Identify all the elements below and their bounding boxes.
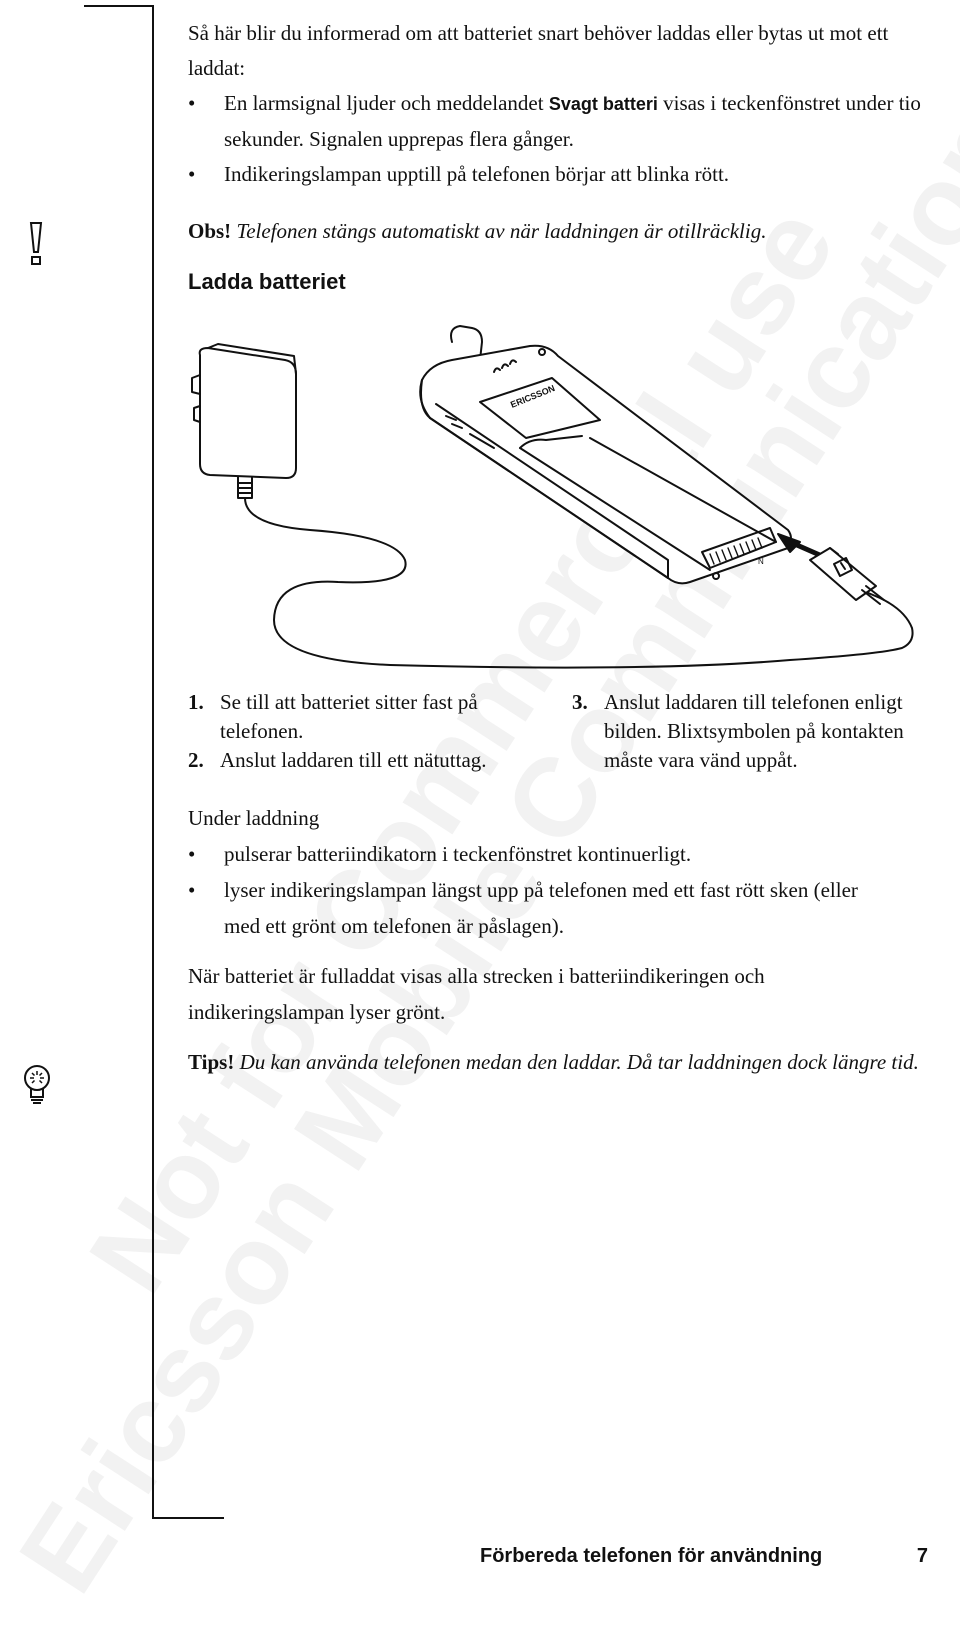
step-number: 3. — [572, 690, 588, 714]
section-heading: Ladda batteriet — [188, 269, 346, 294]
lightbulb-icon — [24, 1065, 50, 1104]
step-item: 3. Anslut laddaren till telefonen enligt… — [572, 688, 912, 775]
tip-note: Tips! Du kan använda telefonen medan den… — [188, 1044, 948, 1080]
intro-text: Så här blir du informerad om att batteri… — [188, 21, 889, 80]
list-item: • pulserar batteriindikatorn i teckenfön… — [188, 836, 948, 872]
charging-title: Under laddning — [188, 806, 320, 830]
charger-cable — [244, 497, 914, 669]
step-item: 1. Se till att batteriet sitter fast på … — [188, 688, 538, 746]
step-number: 1. — [188, 690, 204, 714]
charging-bullet2: lyser indikeringslampan längst upp på te… — [224, 878, 858, 938]
list-item: • lyser indikeringslampan längst upp på … — [188, 872, 864, 944]
footer-title: Förbereda telefonen för användning — [480, 1545, 823, 1567]
note-lead: Obs! — [188, 219, 232, 243]
arrow-icon — [777, 533, 825, 559]
full-charge-text: När batteriet är fulladdat visas alla st… — [188, 964, 765, 1024]
charging-section: Under laddning • pulserar batteriindikat… — [188, 800, 948, 1080]
step-number: 2. — [188, 748, 204, 772]
charging-bullet1: pulserar batteriindikatorn i teckenfönst… — [224, 842, 692, 866]
steps-right-column: 3. Anslut laddaren till telefonen enligt… — [572, 688, 912, 775]
spacer — [188, 944, 948, 958]
tip-text: Du kan använda telefonen medan den ladda… — [234, 1050, 919, 1074]
page-number: 7 — [916, 1545, 928, 1567]
warning-note: Obs! Telefonen stängs automatiskt av när… — [188, 214, 948, 249]
margin-rule-top — [84, 5, 154, 7]
margin-rule — [152, 5, 154, 1519]
step-item: 2. Anslut laddaren till ett nätuttag. — [188, 746, 538, 775]
note-text: Telefonen stängs automatiskt av när ladd… — [231, 219, 767, 243]
bullet1-strong: Svagt batteri — [548, 94, 658, 114]
connector-mark: N — [758, 557, 764, 566]
step-text: Anslut laddaren till ett nätuttag. — [220, 748, 487, 772]
steps-left-column: 1. Se till att batteriet sitter fast på … — [188, 688, 538, 775]
bullet-dot: • — [188, 162, 196, 186]
step-text: Anslut laddaren till telefonen enligt bi… — [604, 690, 904, 772]
exclamation-icon — [29, 222, 43, 265]
bullet-dot: • — [188, 878, 196, 902]
bullet1-after: visas i teckenfönstret under tio sekunde… — [224, 91, 921, 151]
tip-lead: Tips! — [188, 1050, 235, 1074]
step-text: Se till att batteriet sitter fast på tel… — [220, 690, 478, 743]
bullet1-before: En larmsignal ljuder och meddelandet — [224, 91, 549, 115]
margin-rule-bottom — [152, 1517, 224, 1519]
bullet-dot: • — [188, 842, 196, 866]
charging-illustration: ERICSSON N — [191, 325, 914, 669]
charger-plug-icon — [809, 547, 885, 605]
intro-section: Så här blir du informerad om att batteri… — [188, 16, 948, 295]
intro-bullets: • En larmsignal ljuder och meddelandet S… — [188, 86, 948, 192]
charging-bullets: • pulserar batteriindikatorn i teckenfön… — [188, 836, 948, 944]
list-item: • Indikeringslampan upptill på telefonen… — [188, 157, 948, 192]
bullet2-text: Indikeringslampan upptill på telefonen b… — [224, 162, 730, 186]
list-item: • En larmsignal ljuder och meddelandet S… — [188, 86, 948, 157]
phone-icon — [419, 325, 792, 585]
charger-icon — [191, 343, 297, 499]
bullet-dot: • — [188, 91, 196, 115]
